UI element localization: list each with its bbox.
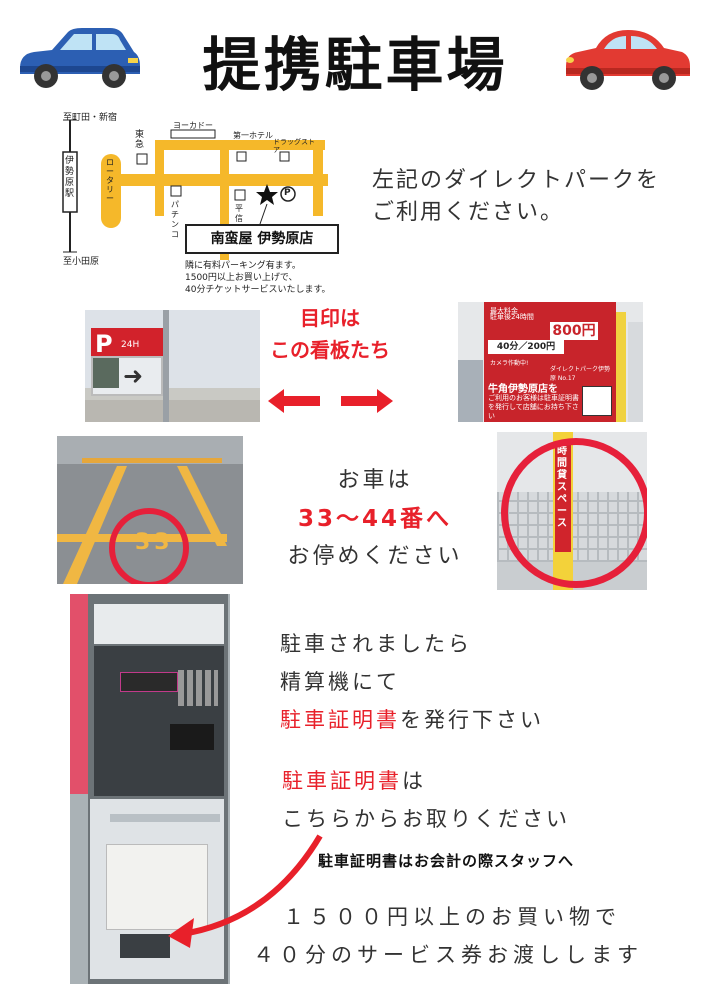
rate-value: 40分／200円 [488, 340, 564, 354]
price-sign-photo: 最大料金 駐車後24時間 800円 40分／200円 カメラ作動中! ダイレクト… [458, 302, 643, 422]
map-label-station: 伊勢原駅 [65, 156, 75, 199]
blue-car-illustration [20, 28, 140, 88]
map-label-to-machida: 至町田・新宿 [63, 113, 118, 123]
page-title: 提携駐車場 [202, 31, 508, 99]
map-label-drugstore: ドラッグストア [273, 138, 315, 154]
take-certificate-instruction: 駐車証明書は こちらからお取りください [282, 769, 570, 831]
staff-note: 駐車証明書はお会計の際スタッフへ [318, 852, 575, 870]
sign-p: P [95, 330, 113, 358]
rental-space-pole-photo: 時間貸スペース [497, 432, 647, 590]
map-label-rotary: ロータリー [106, 158, 114, 203]
double-arrow-icon [268, 389, 393, 413]
map-label-hirashin: 平信 [235, 204, 243, 223]
map-label-yokado: ヨーカドー [173, 121, 213, 130]
sign-arrow-icon: ➜ [123, 362, 144, 390]
map-label-daiichi-hotel: 第一ホテル [233, 131, 273, 140]
map-label-tokyu: 東急 [135, 130, 145, 150]
sign-24h: 24H [121, 340, 140, 350]
issue-certificate-instruction: 駐車されましたら 精算機にて 駐車証明書を発行下さい [280, 632, 544, 732]
access-map: 至町田・新宿 伊勢原駅 至小田原 ロータリー 東急 ヨーカドー 第一ホテル ドラ… [55, 112, 355, 297]
parking-space-photo: 33 [57, 436, 243, 584]
intro-text: 左記のダイレクトパークを ご利用ください。 [372, 168, 661, 225]
curved-arrow-icon [168, 834, 323, 948]
max-fee-value: 800円 [550, 322, 598, 340]
map-label-to-odawara: 至小田原 [63, 257, 100, 267]
shop-name-box: 南蛮屋 伊勢原店 [185, 224, 339, 254]
pay-machine-photo [70, 594, 230, 984]
notice-title: 牛角伊勢原店を [488, 384, 558, 395]
map-note: 隣に有料パーキング有ます。 1500円以上お買い上げで、 40分チケットサービス… [185, 261, 331, 295]
map-parking-icon: P [284, 188, 291, 198]
map-label-pachinko: パチンコ [171, 200, 179, 239]
highlight-circle [109, 508, 189, 584]
red-car-illustration [566, 30, 690, 90]
service-ticket-text: １５００円以上のお買い物で ４０分のサービス券お渡しします [253, 905, 643, 967]
signboard-heading: 目印は この看板たち [270, 306, 390, 362]
pole-highlight-circle [501, 438, 647, 588]
parking-sign-photo: P 24H ➜ [85, 310, 260, 422]
map-roads [62, 119, 328, 260]
parking-space-instruction: お車は 33〜44番へ お停めください [287, 468, 463, 569]
